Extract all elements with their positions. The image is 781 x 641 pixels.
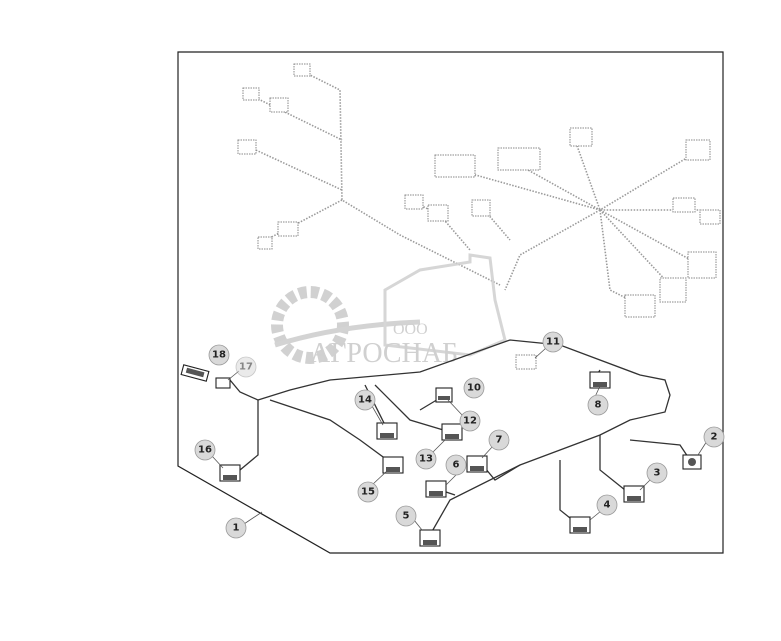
svg-text:13: 13: [419, 454, 433, 465]
callout-15: 15: [357, 481, 379, 503]
watermark-name: АГРОСНАБ: [310, 338, 458, 369]
callout-2: 2: [703, 426, 725, 448]
svg-text:4: 4: [604, 500, 611, 511]
connector-14: [376, 422, 398, 440]
svg-text:12: 12: [463, 416, 477, 427]
callout-17: 17: [235, 356, 257, 378]
callout-13: 13: [415, 448, 437, 470]
agrosnab-watermark-logo: ООО АГРОСНАБ: [271, 253, 507, 369]
svg-text:2: 2: [711, 432, 718, 443]
callout-4: 4: [596, 494, 618, 516]
connector-6: [425, 480, 447, 498]
connector-13: [441, 423, 463, 441]
svg-text:18: 18: [212, 350, 226, 361]
callout-5: 5: [395, 505, 417, 527]
connector-11: [515, 354, 537, 370]
svg-text:1: 1: [233, 523, 240, 534]
callout-3: 3: [646, 462, 668, 484]
callout-12: 12: [459, 410, 481, 432]
svg-text:10: 10: [467, 383, 481, 394]
svg-text:8: 8: [595, 400, 602, 411]
connector-18: [180, 364, 210, 382]
leader-lines: [211, 347, 708, 531]
connector-12: [435, 387, 453, 403]
callout-10: 10: [463, 377, 485, 399]
callout-18: 18: [208, 344, 230, 366]
callout-14: 14: [354, 389, 376, 411]
connector-16: [219, 464, 241, 482]
connector-2: [682, 454, 702, 470]
svg-text:5: 5: [403, 511, 410, 522]
callout-16: 16: [194, 439, 216, 461]
connector-7: [466, 455, 488, 473]
connector-8: [589, 371, 611, 389]
connector-4: [569, 516, 591, 534]
svg-text:15: 15: [361, 487, 375, 498]
svg-text:17: 17: [239, 362, 253, 373]
connector-3: [623, 485, 645, 503]
svg-text:7: 7: [496, 435, 503, 446]
connector-17: [215, 377, 231, 389]
ghosted-harness: [237, 63, 721, 318]
callout-8: 8: [587, 394, 609, 416]
callout-1: 1: [225, 517, 247, 539]
svg-text:6: 6: [453, 460, 460, 471]
connectors: [180, 354, 702, 547]
svg-text:16: 16: [198, 445, 212, 456]
svg-text:3: 3: [654, 468, 661, 479]
connector-15: [382, 456, 404, 474]
connector-5: [419, 529, 441, 547]
diagram-frame: [177, 51, 724, 554]
callout-6: 6: [445, 454, 467, 476]
watermark-prefix: ООО: [393, 321, 428, 338]
callout-7: 7: [488, 429, 510, 451]
callout-11: 11: [542, 331, 564, 353]
svg-text:14: 14: [358, 395, 372, 406]
svg-text:11: 11: [546, 337, 560, 348]
